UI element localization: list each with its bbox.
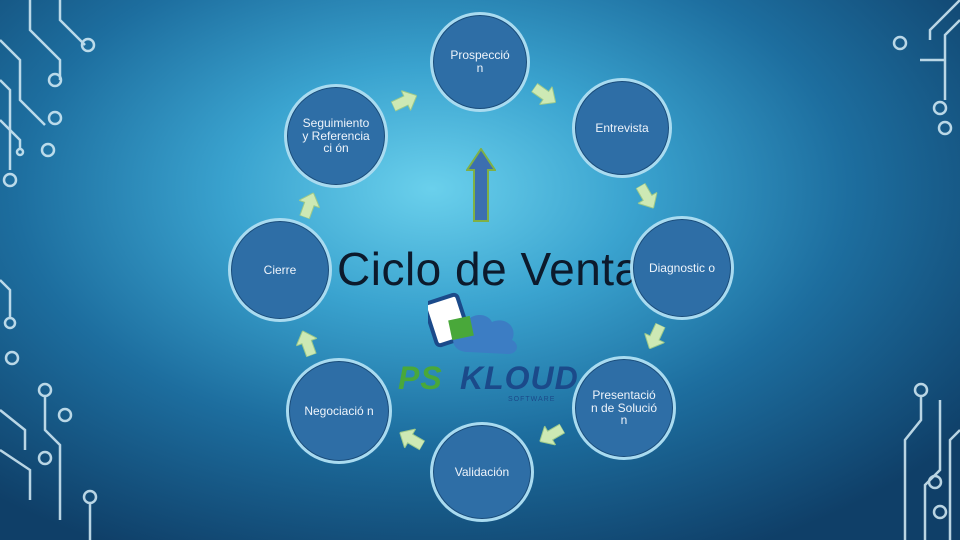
step-label: Negociació n: [304, 403, 374, 418]
cycle-title: Ciclo de Ventas: [337, 243, 665, 295]
step-label: Seguimiento y Referenciaci ón: [302, 116, 370, 156]
step-seguimiento: Seguimiento y Referenciaci ón: [284, 84, 388, 188]
cycle-arrow-icon: [635, 182, 658, 209]
step-prospeccion: Prospecció n: [430, 12, 530, 112]
logo-brand-right: KLOUD: [460, 360, 579, 396]
step-label: Cierre: [263, 262, 297, 277]
step-cierre: Cierre: [228, 218, 332, 322]
cycle-arrow-icon: [297, 192, 321, 220]
logo-tagline: SOFTWARE: [508, 396, 556, 403]
step-label: Presentació n de Solución: [590, 388, 658, 428]
cycle-arrow-icon: [539, 423, 566, 446]
step-label: Entrevista: [595, 120, 649, 135]
cycle-arrow-icon: [295, 330, 319, 358]
step-label: Validación: [454, 464, 510, 479]
cycle-arrow-icon: [530, 82, 557, 106]
step-label: Prospecció n: [450, 48, 510, 75]
step-diagnostico: Diagnostic o: [630, 216, 734, 320]
cycle-arrow-icon: [390, 89, 418, 112]
cycle-arrow-icon: [399, 428, 426, 451]
pskloud-logo: PS KLOUD SOFTWARE: [398, 360, 578, 410]
step-presentacion: Presentació n de Solución: [572, 356, 676, 460]
cycle-arrow-icon: [643, 322, 666, 350]
pskloud-logo-icon: [428, 292, 517, 354]
step-label: Diagnostic o: [648, 260, 716, 275]
logo-brand-left: PS: [398, 360, 443, 396]
step-entrevista: Entrevista: [572, 78, 672, 178]
center-up-arrow-icon: [466, 148, 496, 222]
step-negociacion: Negociació n: [286, 358, 392, 464]
step-validacion: Validación: [430, 422, 534, 522]
